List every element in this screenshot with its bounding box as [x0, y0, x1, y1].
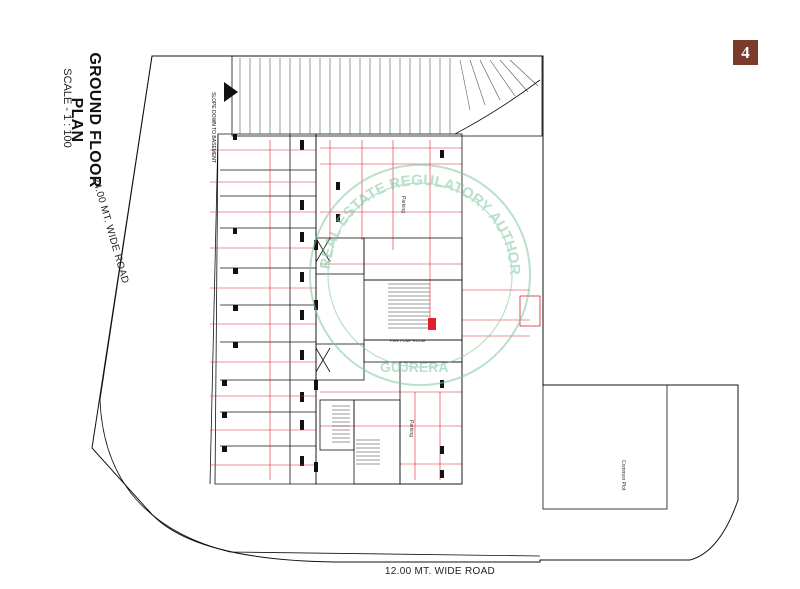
fire-pump-label: FIRE PUMP ROOM: [390, 338, 425, 343]
fire-pump-marker: [428, 318, 436, 330]
common-plot-label: Common Plot: [620, 460, 626, 491]
parking-label-top: Parking: [400, 196, 406, 213]
bottom-road-label: 12.00 MT. WIDE ROAD: [384, 566, 496, 577]
red-box-marker: [519, 295, 541, 327]
title-block: GROUND FLOOR PLAN SCALE - 1 : 100: [40, 30, 130, 200]
ramp-hatching: [239, 58, 539, 134]
shop-doors: [222, 134, 304, 466]
watermark-bottom-text: GUJRERA: [380, 359, 448, 375]
shops-block: [209, 133, 317, 485]
common-plot-area: [542, 384, 668, 510]
plot-curve: [99, 55, 541, 557]
ramp-arrow: [224, 82, 238, 102]
plot-boundary: [91, 55, 739, 563]
staircase: [332, 283, 430, 465]
basement-label: SLOPE DOWN TO BASEMENT: [210, 92, 216, 163]
wall-blocks: [314, 150, 444, 478]
page-number-badge: 4: [733, 40, 758, 65]
plan-scale: SCALE - 1 : 100: [61, 68, 73, 148]
parking-label-bottom: Parking: [408, 420, 414, 437]
dimension-lines: [210, 140, 530, 480]
